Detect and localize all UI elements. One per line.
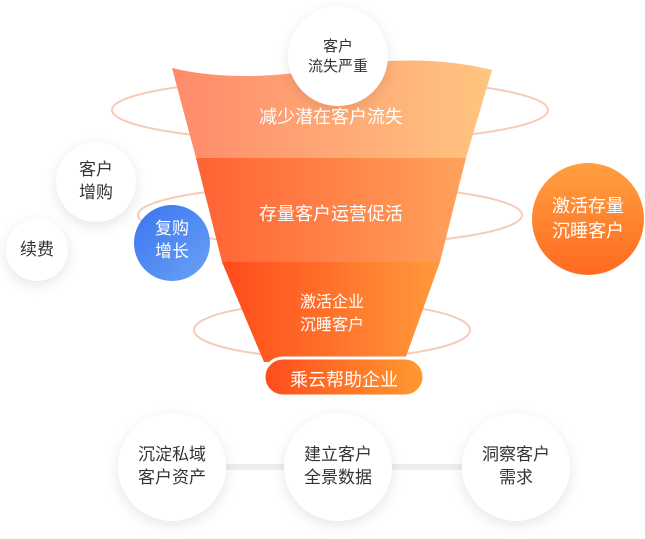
funnel-middle-segment <box>196 158 466 262</box>
foundation-item-label: 建立客户 全景数据 <box>304 445 372 488</box>
upsell-bubble-label: 客户 增购 <box>79 160 113 203</box>
funnel-bottom-label: 激活企业 沉睡客户 <box>299 292 364 335</box>
churn-bubble: 客户 流失严重 <box>288 6 388 106</box>
foundation-item: 洞察客户 需求 <box>462 413 570 521</box>
funnel-top-segment <box>172 60 492 158</box>
funnel-bottom-segment <box>222 262 440 362</box>
funnel-base-label: 乘云帮助企业 <box>290 370 398 391</box>
renewal-bubble: 续费 <box>6 219 68 281</box>
repurchase-bubble-shape <box>134 205 210 281</box>
funnel-base-pill <box>262 356 426 398</box>
foundation-item: 沉淀私域 客户资产 <box>118 413 226 521</box>
upsell-bubble: 客户 增购 <box>56 142 136 222</box>
foundation-item-label: 沉淀私域 客户资产 <box>138 445 206 488</box>
renewal-bubble-label: 续费 <box>20 239 54 260</box>
reactivate-bubble-shape <box>532 163 644 275</box>
churn-bubble-label: 客户 流失严重 <box>307 36 368 75</box>
funnel-top-label: 减少潜在客户流失 <box>259 107 403 128</box>
reactivate-bubble-label: 激活存量 沉睡客户 <box>552 196 624 243</box>
foundation-item-label: 洞察客户 需求 <box>482 445 550 488</box>
repurchase-bubble-label: 复购 增长 <box>155 219 189 262</box>
foundation-item: 建立客户 全景数据 <box>284 413 392 521</box>
funnel-middle-label: 存量客户运营促活 <box>259 204 403 225</box>
